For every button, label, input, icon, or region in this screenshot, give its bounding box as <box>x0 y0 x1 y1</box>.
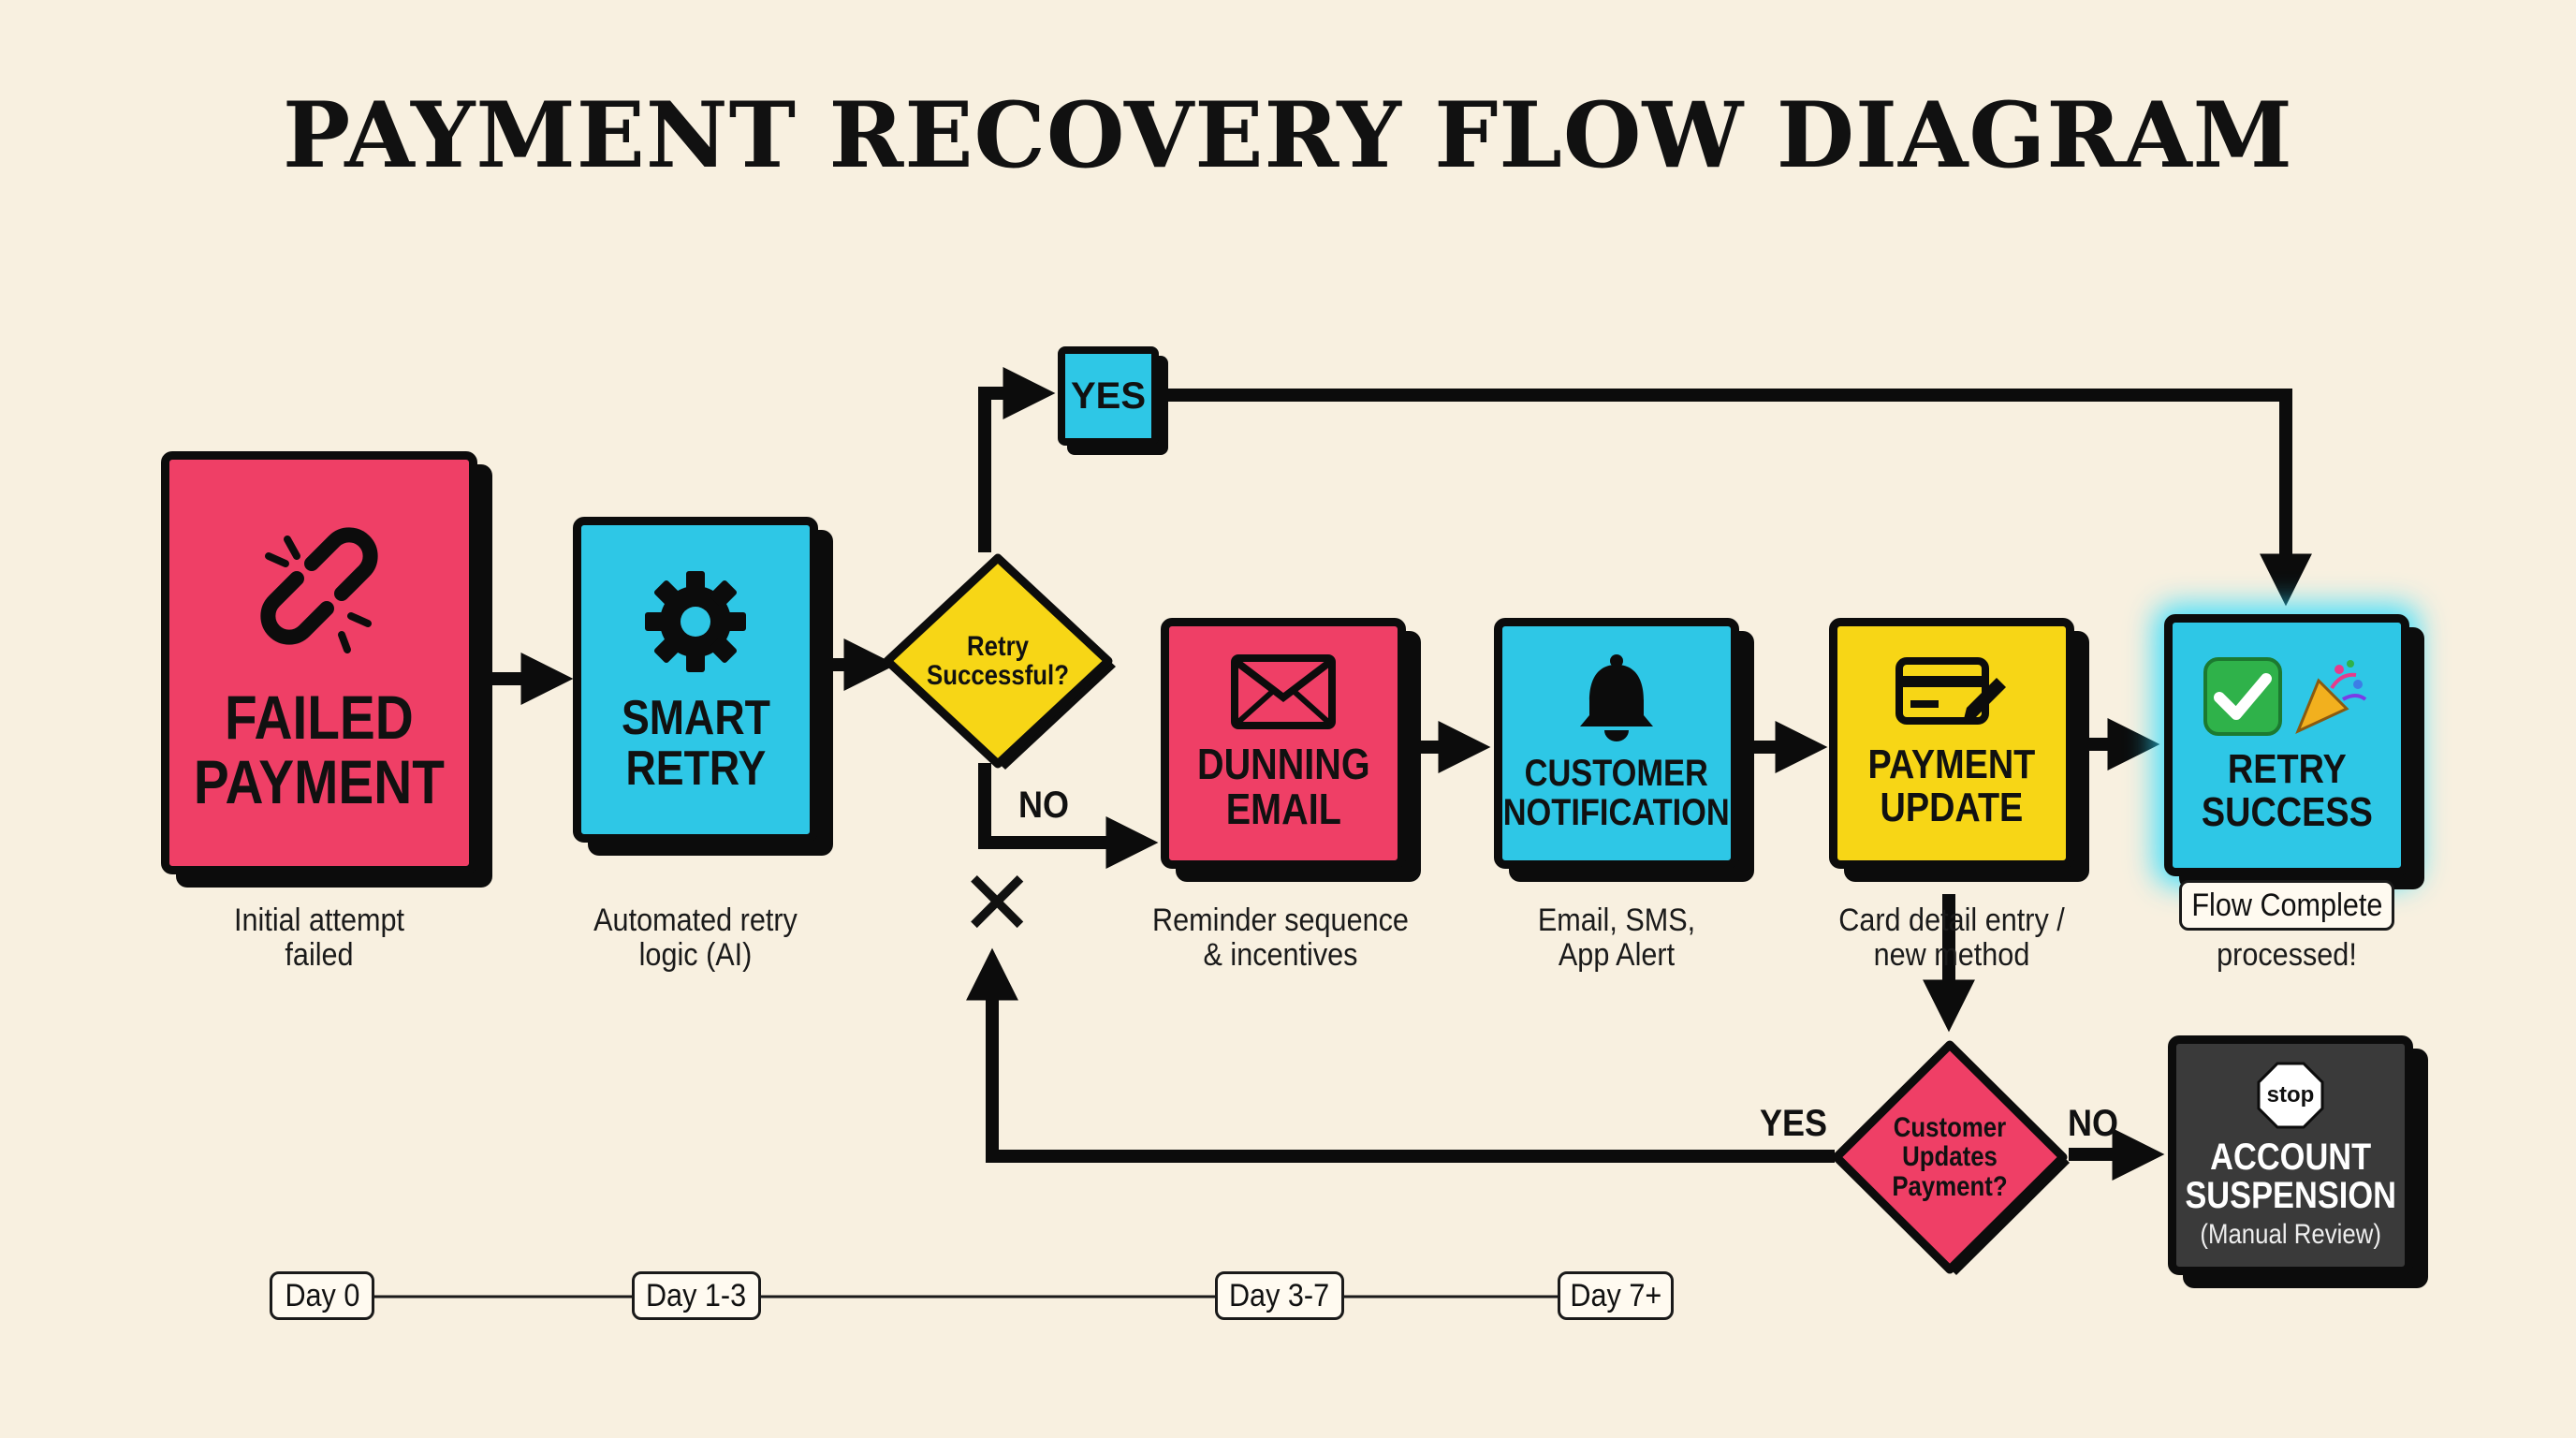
smart-retry-node: SMART RETRY <box>573 517 818 843</box>
timeline-marker-day-7-plus: Day 7+ <box>1558 1271 1674 1320</box>
dunning-email-caption: Reminder sequence & incentives <box>1152 902 1409 974</box>
retry-success-icons <box>2203 656 2371 737</box>
retry-success-node: RETRY SUCCESS <box>2164 614 2409 876</box>
arrow-decision-yes-up <box>978 367 1056 552</box>
timeline-marker-day-3-7: Day 3-7 <box>1215 1271 1344 1320</box>
bell-icon <box>1574 653 1659 743</box>
update-yes-label: YES <box>1760 1103 1828 1144</box>
timeline-day-7-plus-text: Day 7+ <box>1570 1277 1661 1313</box>
envelope-icon <box>1231 654 1336 730</box>
timeline-day-3-7-text: Day 3-7 <box>1229 1277 1330 1313</box>
timeline-day-0-text: Day 0 <box>285 1277 359 1313</box>
payment-update-node: PAYMENT UPDATE <box>1829 618 2074 869</box>
retry-successful-decision: Retry Successful? <box>880 550 1116 771</box>
customer-updates-decision: Customer Updates Payment? <box>1827 1037 2072 1277</box>
stop-sign-icon: stop <box>2257 1062 2324 1129</box>
timeline-marker-day-0: Day 0 <box>270 1271 374 1320</box>
customer-updates-label: Customer Updates Payment? <box>1892 1111 2008 1202</box>
dunning-email-label: DUNNING EMAIL <box>1196 740 1370 833</box>
dunning-email-node: DUNNING EMAIL <box>1161 618 1406 869</box>
customer-notification-label: CUSTOMER NOTIFICATION <box>1502 753 1731 833</box>
broken-link-icon <box>244 511 394 661</box>
smart-retry-caption: Automated retry logic (AI) <box>593 902 798 974</box>
timeline-day-1-3-text: Day 1-3 <box>646 1277 747 1313</box>
arrow-yes-to-success <box>1161 389 2312 607</box>
flow-complete-badge: Flow Complete <box>2179 880 2394 931</box>
failed-payment-node: FAILED PAYMENT <box>161 451 477 874</box>
retry-no-label: NO <box>1018 785 1069 826</box>
customer-notification-node: CUSTOMER NOTIFICATION <box>1494 618 1739 869</box>
payment-update-label: PAYMENT UPDATE <box>1867 741 2036 830</box>
arrow-decision-no <box>978 763 1159 869</box>
party-popper-icon <box>2295 660 2367 735</box>
gear-icon <box>639 565 752 678</box>
retry-success-caption: processed! <box>2217 937 2357 973</box>
account-suspension-title: ACCOUNT SUSPENSION <box>2185 1136 2396 1217</box>
retry-yes-label: YES <box>1058 346 1159 446</box>
check-mark-icon <box>2203 657 2282 737</box>
failed-payment-label: FAILED PAYMENT <box>193 682 446 816</box>
failed-payment-caption: Initial attempt failed <box>234 902 404 974</box>
smart-retry-label: SMART RETRY <box>621 690 770 796</box>
retry-decision-label: Retry Successful? <box>926 630 1069 691</box>
payment-update-caption: Card detail entry / new method <box>1838 902 2065 974</box>
account-suspension-sublabel: (Manual Review) <box>2200 1219 2381 1250</box>
credit-card-edit-icon <box>1895 657 2008 732</box>
arrow-decision-yes-loop <box>966 947 1835 1163</box>
update-no-label: NO <box>2068 1103 2118 1144</box>
close-x-icon: ✕ <box>959 854 1035 954</box>
flow-complete-text: Flow Complete <box>2190 887 2383 923</box>
customer-notification-caption: Email, SMS, App Alert <box>1537 902 1696 974</box>
diagram-title: PAYMENT RECOVERY FLOW DIAGRAM <box>283 82 2293 188</box>
account-suspension-node: stop ACCOUNT SUSPENSION (Manual Review) <box>2168 1035 2413 1275</box>
account-suspension-label: ACCOUNT SUSPENSION (Manual Review) <box>2185 1136 2396 1250</box>
retry-success-label: RETRY SUCCESS <box>2201 746 2373 835</box>
timeline-marker-day-1-3: Day 1-3 <box>632 1271 761 1320</box>
stop-sign-text: stop <box>2266 1081 2315 1108</box>
